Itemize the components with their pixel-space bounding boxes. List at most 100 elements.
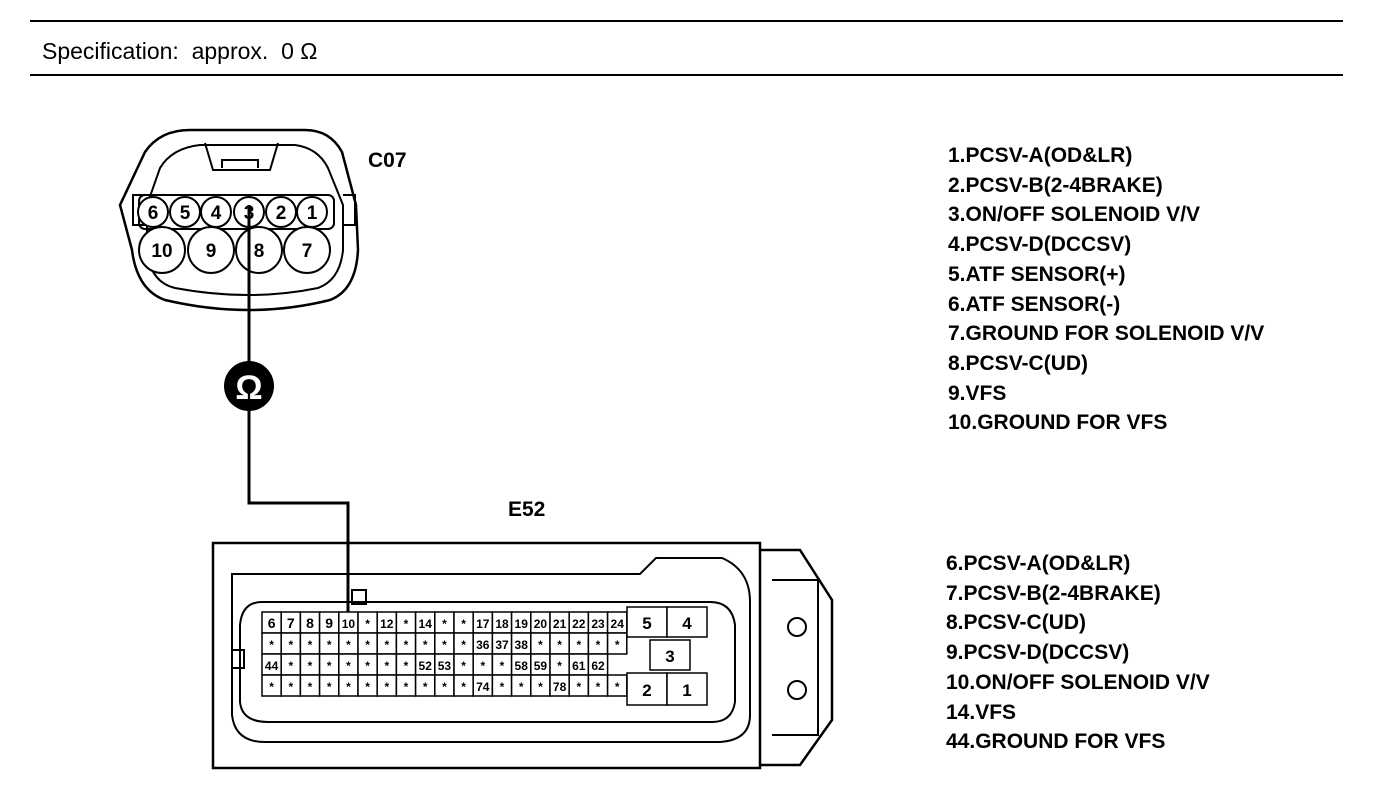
e52-pin-list: 6.PCSV-A(OD&LR)7.PCSV-B(2-4BRAKE)8.PCSV-… xyxy=(946,549,1210,757)
e52-pin-unused: * xyxy=(404,680,409,694)
e52-power-pin-label: 5 xyxy=(642,614,651,633)
c07-pin-label: 6 xyxy=(148,203,159,224)
e52-power-pin-label: 3 xyxy=(665,647,674,666)
e52-inner-shroud xyxy=(231,557,751,743)
e52-pin-7: 7 xyxy=(287,615,295,631)
e52-pin-list-item: 9.PCSV-D(DCCSV) xyxy=(946,641,1130,665)
e52-pin-12: 12 xyxy=(380,617,394,631)
e52-pin-unused: * xyxy=(576,638,581,652)
e52-pin-62: 62 xyxy=(591,659,605,673)
e52-pin-unused: * xyxy=(384,680,389,694)
e52-pin-unused: * xyxy=(327,659,332,673)
e52-pin-17: 17 xyxy=(476,617,490,631)
e52-face xyxy=(239,601,736,723)
specification-label: Specification: xyxy=(42,38,179,64)
e52-pin-unused: * xyxy=(557,638,562,652)
c07-inner-housing xyxy=(146,144,344,296)
e52-pin-6: 6 xyxy=(268,615,276,631)
c07-pin-9 xyxy=(187,226,235,274)
ohmmeter-symbol xyxy=(224,361,274,411)
e52-keyway xyxy=(351,589,367,605)
e52-pin-74: 74 xyxy=(476,680,490,694)
e52-pin-unused: * xyxy=(500,659,505,673)
e52-pin-cell xyxy=(606,632,628,655)
e52-pin-unused: * xyxy=(519,680,524,694)
e52-pin-unused: * xyxy=(442,638,447,652)
e52-pin-unused: * xyxy=(404,638,409,652)
e52-pin-unused: * xyxy=(308,680,313,694)
e52-pin-10: 10 xyxy=(342,617,356,631)
e52-pin-61: 61 xyxy=(572,659,586,673)
e52-pin-unused: * xyxy=(308,638,313,652)
e52-left-tab xyxy=(231,649,245,669)
e52-pin-24: 24 xyxy=(611,617,625,631)
e52-pin-20: 20 xyxy=(534,617,548,631)
c07-pin-label: 2 xyxy=(276,203,287,224)
e52-pin-list-item: 44.GROUND FOR VFS xyxy=(946,730,1166,754)
c07-pin-10 xyxy=(138,226,186,274)
e52-power-pin-label: 1 xyxy=(682,681,691,700)
e52-power-pin-label: 4 xyxy=(682,614,692,633)
e52-power-pin-4 xyxy=(666,606,708,638)
e52-power-pin-label: 2 xyxy=(642,681,651,700)
e52-power-pin-3 xyxy=(649,639,691,671)
c07-label: C07 xyxy=(368,149,407,172)
e52-pin-unused: * xyxy=(423,638,428,652)
e52-pin-unused: * xyxy=(288,680,293,694)
c07-pin-list-item: 4.PCSV-D(DCCSV) xyxy=(948,233,1132,257)
c07-pin-list: 1.PCSV-A(OD&LR)2.PCSV-B(2-4BRAKE)3.ON/OF… xyxy=(948,141,1264,438)
c07-outer-housing xyxy=(118,128,360,312)
e52-pin-unused: * xyxy=(269,680,274,694)
e52-pin-unused: * xyxy=(461,680,466,694)
e52-pin-38: 38 xyxy=(515,638,529,652)
e52-pin-unused: * xyxy=(480,659,485,673)
e52-pin-unused: * xyxy=(461,659,466,673)
e52-pin-unused: * xyxy=(346,680,351,694)
e52-pin-unused: * xyxy=(327,680,332,694)
spec-rule xyxy=(30,74,1343,76)
c07-connector xyxy=(118,128,360,312)
e52-pin-52: 52 xyxy=(419,659,433,673)
e52-pin-unused: * xyxy=(442,680,447,694)
e52-bracket xyxy=(760,548,834,767)
e52-pin-53: 53 xyxy=(438,659,452,673)
c07-pin-7 xyxy=(283,226,331,274)
c07-pin-label: 8 xyxy=(254,241,265,262)
e52-pin-unused: * xyxy=(461,617,466,631)
e52-pin-unused: * xyxy=(538,638,543,652)
specification-line: Specification: approx. 0 Ω xyxy=(42,38,317,65)
e52-pin-list-item: 14.VFS xyxy=(946,700,1017,724)
e52-power-pin-1 xyxy=(666,672,708,706)
ohmmeter-glyph: Ω xyxy=(235,369,262,407)
e52-pin-unused: * xyxy=(384,638,389,652)
e52-pin-unused: * xyxy=(596,638,601,652)
e52-pin-23: 23 xyxy=(591,617,605,631)
e52-pin-37: 37 xyxy=(495,638,509,652)
specification-resistance: 0 Ω xyxy=(281,38,318,64)
e52-pin-unused: * xyxy=(500,680,505,694)
e52-pin-unused: * xyxy=(365,617,370,631)
e52-power-pin-block: 5 432 1 xyxy=(626,606,708,706)
e52-pin-list-item: 6.PCSV-A(OD&LR) xyxy=(946,552,1131,575)
c07-pin-list-item: 5.ATF SENSOR(+) xyxy=(948,262,1126,286)
e52-pin-unused: * xyxy=(442,617,447,631)
c07-pin-list-item: 7.GROUND FOR SOLENOID V/V xyxy=(948,322,1265,346)
e52-connector xyxy=(211,541,834,770)
e52-pin-44: 44 xyxy=(265,659,279,673)
e52-outer-housing xyxy=(211,541,762,770)
e52-pin-unused: * xyxy=(365,638,370,652)
e52-pin-58: 58 xyxy=(515,659,529,673)
e52-pin-unused: * xyxy=(288,659,293,673)
e52-pin-unused: * xyxy=(596,680,601,694)
e52-pin-unused: * xyxy=(404,617,409,631)
c07-pin-list-item: 3.ON/OFF SOLENOID V/V xyxy=(948,203,1201,227)
e52-pin-unused: * xyxy=(423,680,428,694)
e52-pin-21: 21 xyxy=(553,617,567,631)
c07-pin-list-item: 8.PCSV-C(UD) xyxy=(948,351,1089,375)
e52-pin-unused: * xyxy=(384,659,389,673)
e52-pin-unused: * xyxy=(308,659,313,673)
e52-pin-unused: * xyxy=(288,638,293,652)
